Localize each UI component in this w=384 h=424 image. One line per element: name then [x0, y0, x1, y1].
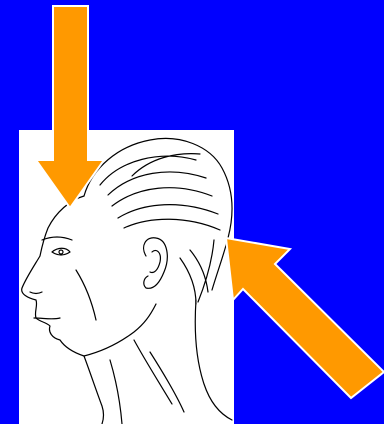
illustration-canvas	[0, 0, 384, 424]
illustration-svg	[0, 0, 384, 424]
